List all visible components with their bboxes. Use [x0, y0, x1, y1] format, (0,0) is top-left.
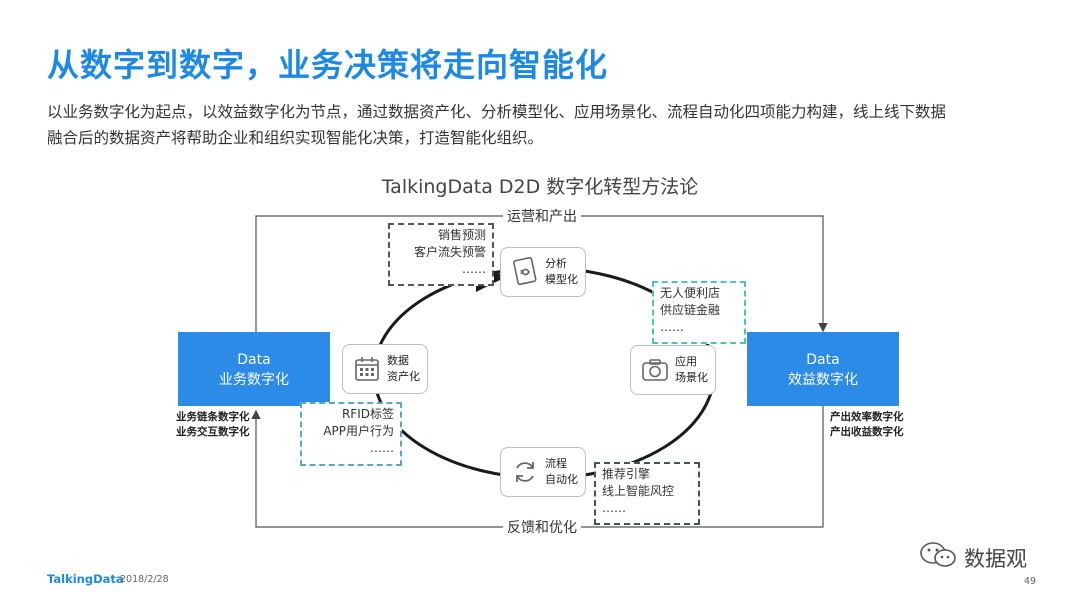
node-application-scenario: 应用场景化 [630, 345, 716, 395]
bottom-flow-label: 反馈和优化 [503, 517, 581, 537]
right-note: 产出收益数字化 [830, 426, 904, 438]
intro-text-line-2: 融合后的数据资产将帮助企业和组织实现智能化决策，打造智能化组织。 [47, 129, 544, 147]
intro-text-line-1: 以业务数字化为起点，以效益数字化为节点，通过数据资产化、分析模型化、应用场景化、… [47, 103, 947, 121]
benefit-digitization-box: Data 效益数字化 [747, 332, 899, 406]
example-item: 销售预测 [437, 228, 486, 242]
right-note: 产出效率数字化 [830, 411, 904, 423]
node-label: 自动化 [545, 473, 578, 486]
right-box-subtitle: 效益数字化 [788, 372, 858, 388]
top-flow-label: 运营和产出 [503, 206, 581, 226]
page-title: 从数字到数字，业务决策将走向智能化 [47, 46, 609, 84]
left-note: 业务交互数字化 [176, 426, 250, 438]
example-item: …… [370, 441, 394, 455]
example-item: …… [462, 262, 486, 276]
watermark: 数据观 [918, 540, 1027, 575]
node-label: 场景化 [675, 371, 708, 384]
document-swirl-icon [509, 256, 541, 288]
example-item: APP用户行为 [323, 424, 394, 438]
right-notes: 产出效率数字化 产出收益数字化 [830, 410, 904, 440]
example-item: 推荐引擎 [602, 467, 651, 481]
process-examples-box: 推荐引擎 线上智能风控 …… [594, 462, 700, 525]
left-note: 业务链条数字化 [176, 411, 250, 423]
left-box-title: Data [237, 352, 271, 368]
node-process-automation: 流程自动化 [500, 447, 586, 497]
footer-date: 2018/2/28 [120, 574, 169, 585]
example-item: 供应链金融 [660, 303, 721, 317]
business-digitization-box: Data 业务数字化 [178, 332, 330, 406]
node-label: 应用 [675, 355, 697, 368]
node-label: 分析 [545, 257, 567, 270]
calendar-icon [351, 353, 383, 385]
brand-logo: TalkingData [47, 572, 124, 586]
node-label: 数据 [387, 354, 409, 367]
diagram-title: TalkingData D2D 数字化转型方法论 [381, 176, 699, 198]
watermark-text: 数据观 [964, 546, 1027, 571]
example-item: …… [660, 320, 684, 334]
example-item: RFID标签 [341, 407, 394, 421]
refresh-icon [509, 456, 541, 488]
analysis-examples-box: 销售预测 客户流失预警 …… [388, 223, 494, 286]
example-item: 线上智能风控 [602, 484, 675, 498]
example-item: 无人便利店 [660, 286, 721, 300]
node-data-assetization: 数据资产化 [342, 344, 428, 394]
wechat-icon [918, 540, 958, 575]
camera-icon [639, 354, 671, 386]
page-number: 49 [1024, 576, 1037, 587]
node-label: 资产化 [387, 370, 420, 383]
data-asset-examples-box: RFID标签 APP用户行为 …… [300, 402, 402, 466]
node-analysis-modeling: 分析模型化 [500, 247, 586, 297]
left-notes: 业务链条数字化 业务交互数字化 [176, 410, 250, 440]
node-label: 流程 [545, 457, 567, 470]
node-label: 模型化 [545, 273, 578, 286]
application-examples-box: 无人便利店 供应链金融 …… [652, 281, 746, 344]
example-item: 客户流失预警 [413, 245, 486, 259]
example-item: …… [602, 501, 626, 515]
left-box-subtitle: 业务数字化 [219, 372, 289, 388]
right-box-title: Data [806, 352, 840, 368]
